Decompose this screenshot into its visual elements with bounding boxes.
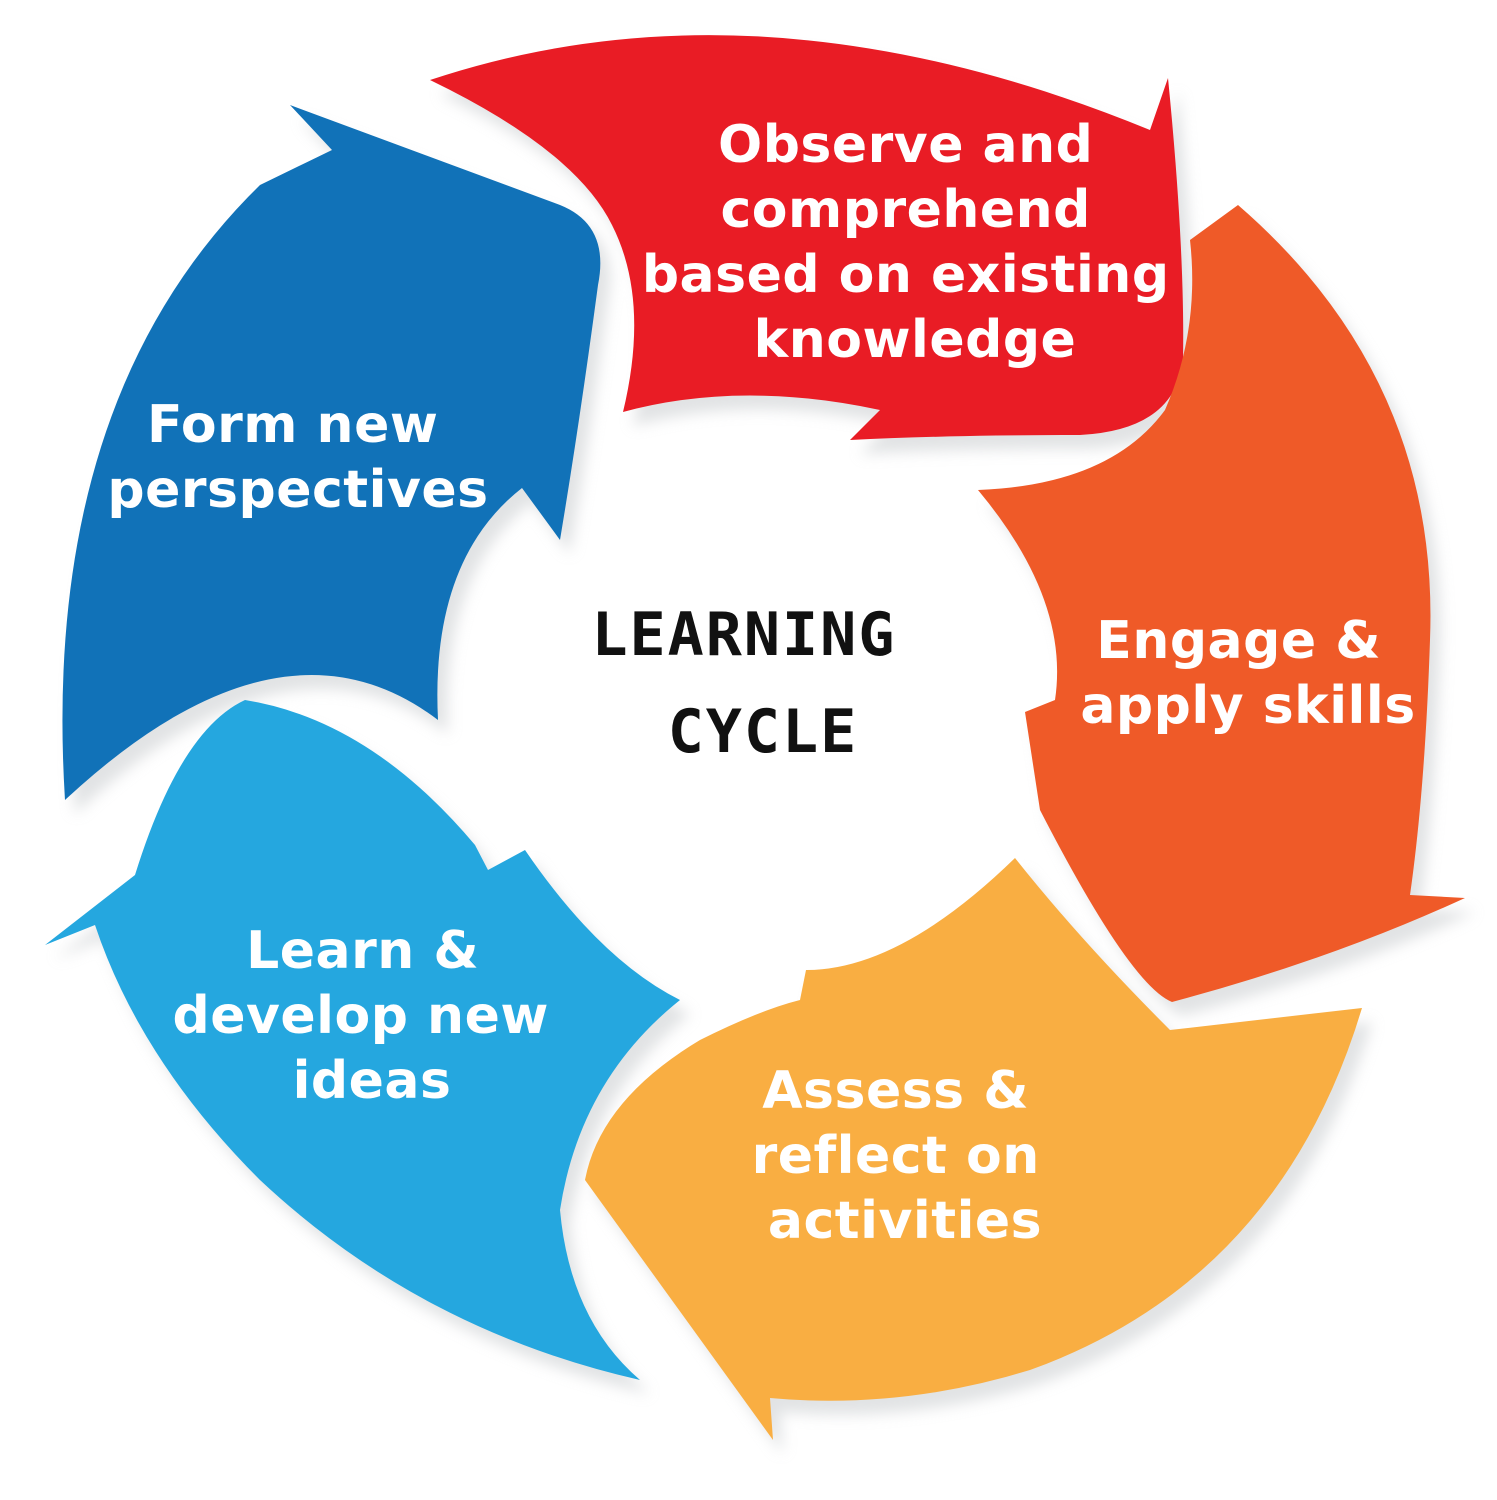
center-title-line-1: LEARNING: [591, 600, 896, 670]
label-assess-line-1: Assess &: [762, 1061, 1029, 1121]
center-title-text: LEARNING CYCLE: [591, 600, 934, 767]
label-observe-line-1: Observe and: [718, 115, 1093, 175]
center-title-line-2: CYCLE: [668, 697, 859, 767]
label-observe-line-3: based on existing: [642, 245, 1170, 305]
label-observe-line-2: comprehend: [720, 180, 1090, 240]
label-learn-line-1: Learn &: [246, 921, 479, 981]
segment-observe-arrow: [430, 35, 1184, 441]
segment-form-arrow: [62, 105, 601, 800]
arrow-segments: [45, 35, 1465, 1440]
label-engage-line-1: Engage &: [1096, 611, 1381, 671]
segment-engage-arrow: [978, 205, 1465, 1002]
label-observe: Observe and comprehend based on existing…: [642, 115, 1188, 370]
center-title: LEARNING CYCLE: [591, 600, 934, 767]
label-form-line-2: perspectives: [107, 460, 488, 520]
segment-learn-arrow: [45, 700, 680, 1380]
label-engage-line-2: apply skills: [1080, 676, 1415, 736]
label-learn-line-2: develop new: [173, 986, 549, 1046]
label-engage: Engage & apply skills: [1080, 611, 1415, 736]
segment-assess-arrow: [585, 858, 1362, 1440]
label-assess-line-2: reflect on: [752, 1126, 1040, 1186]
label-assess: Assess & reflect on activities: [752, 1061, 1059, 1251]
label-learn: Learn & develop new ideas: [173, 921, 568, 1111]
segment-labels: Observe and comprehend based on existing…: [107, 115, 1415, 1251]
label-form: Form new perspectives: [107, 395, 488, 520]
label-observe-line-4: knowledge: [754, 310, 1077, 370]
label-assess-line-3: activities: [768, 1191, 1042, 1251]
label-learn-line-3: ideas: [293, 1051, 452, 1111]
label-form-line-1: Form new: [147, 395, 438, 455]
